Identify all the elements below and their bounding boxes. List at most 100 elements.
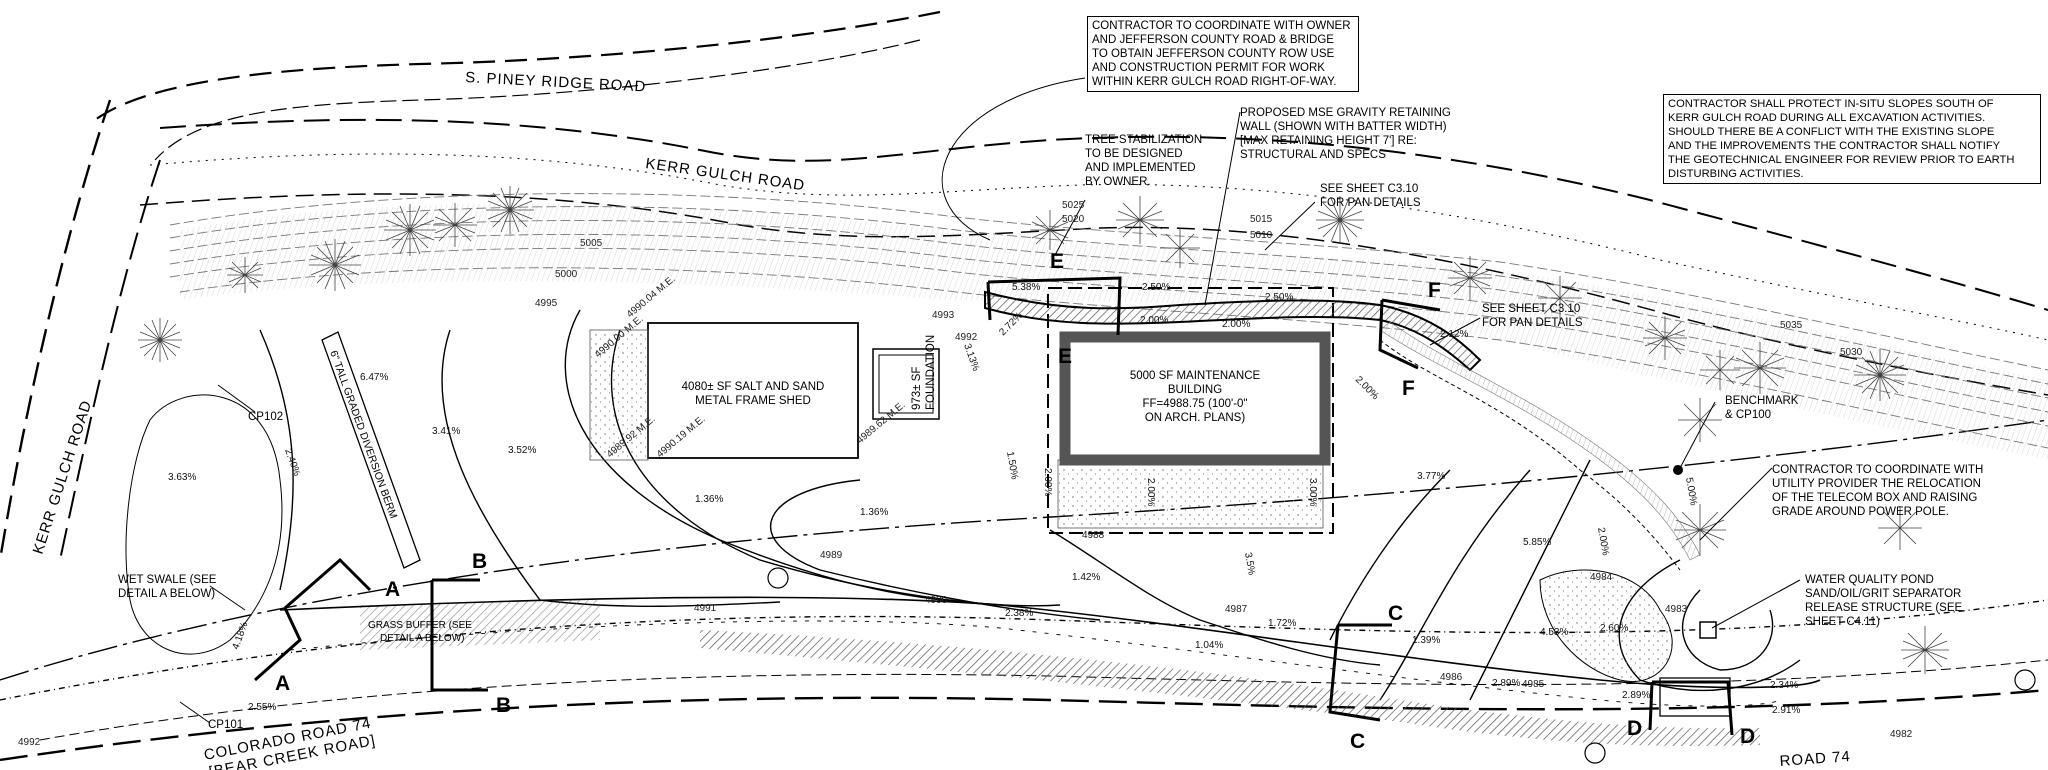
svg-text:3.41%: 3.41% xyxy=(432,426,460,437)
note-contractor-row: CONTRACTOR TO COORDINATE WITH OWNER AND … xyxy=(1087,16,1359,92)
svg-text:GRASS BUFFER (SEE: GRASS BUFFER (SEE xyxy=(368,620,472,631)
maintenance-label-3: FF=4988.75 (100'-0" xyxy=(1142,398,1247,410)
svg-text:B: B xyxy=(472,550,487,573)
svg-text:WALL (SHOWN WITH BATTER WIDTH): WALL (SHOWN WITH BATTER WIDTH) xyxy=(1240,121,1447,133)
foundation-label-2: FOUNDATION xyxy=(925,335,937,410)
svg-text:FOR PAN DETAILS: FOR PAN DETAILS xyxy=(1482,317,1583,329)
svg-text:2.00%: 2.00% xyxy=(1222,319,1250,330)
svg-text:3.77%: 3.77% xyxy=(1417,471,1445,482)
svg-text:E: E xyxy=(1050,250,1064,273)
svg-text:4987: 4987 xyxy=(1225,604,1248,615)
svg-text:D: D xyxy=(1627,717,1642,740)
svg-text:5010: 5010 xyxy=(1250,230,1273,241)
svg-text:1.39%: 1.39% xyxy=(1412,635,1440,646)
road-label-piney: S. PINEY RIDGE ROAD xyxy=(465,69,647,95)
svg-text:3.13%: 3.13% xyxy=(961,342,981,373)
svg-text:2.00%: 2.00% xyxy=(1145,478,1156,506)
contour-4988 xyxy=(1049,529,1381,666)
svg-text:SAND/OIL/GRIT SEPARATOR: SAND/OIL/GRIT SEPARATOR xyxy=(1805,588,1961,600)
contour-4987 xyxy=(1329,469,1451,641)
svg-text:RELEASE STRUCTURE (SEE: RELEASE STRUCTURE (SEE xyxy=(1805,602,1963,614)
diversion-berm xyxy=(321,331,421,569)
svg-text:DETAIL A BELOW): DETAIL A BELOW) xyxy=(380,633,464,644)
outlet-structure xyxy=(1659,677,1731,717)
svg-text:TO BE DESIGNED: TO BE DESIGNED xyxy=(1085,148,1183,160)
building-apron xyxy=(1057,459,1324,529)
svg-text:5015: 5015 xyxy=(1250,214,1273,225)
svg-text:4.53%: 4.53% xyxy=(1540,627,1568,638)
benchmark-label: BENCHMARK & CP100 xyxy=(1725,395,1799,421)
svg-text:3.63%: 3.63% xyxy=(168,472,196,483)
svg-text:4989: 4989 xyxy=(820,550,843,561)
svg-text:SEE SHEET C3.10: SEE SHEET C3.10 xyxy=(1320,183,1418,195)
svg-text:5.85%: 5.85% xyxy=(1523,537,1551,548)
svg-text:A: A xyxy=(275,672,290,695)
svg-text:DETAIL A BELOW): DETAIL A BELOW) xyxy=(118,588,215,600)
piney-ridge-road-edge-n xyxy=(94,10,941,121)
svg-text:F: F xyxy=(1428,279,1441,302)
foundation-outer xyxy=(872,348,940,420)
svg-text:WET SWALE (SEE: WET SWALE (SEE xyxy=(118,574,217,586)
pan-detail-lines xyxy=(1379,339,1681,571)
svg-text:AND IMPLEMENTED: AND IMPLEMENTED xyxy=(1085,162,1196,174)
svg-text:GRADE AROUND POWER POLE.: GRADE AROUND POWER POLE. xyxy=(1772,506,1949,518)
svg-text:2.12%: 2.12% xyxy=(1440,329,1468,340)
curb-line xyxy=(279,596,1821,689)
svg-text:[MAX RETAINING HEIGHT 7'] RE:: [MAX RETAINING HEIGHT 7'] RE: xyxy=(1240,135,1417,147)
svg-text:2.89%: 2.89% xyxy=(1622,690,1650,701)
svg-text:F: F xyxy=(1402,377,1415,400)
svg-text:3.52%: 3.52% xyxy=(508,445,536,456)
channel-hatch xyxy=(700,630,1760,746)
svg-text:2.00%: 2.00% xyxy=(1140,315,1168,326)
svg-text:2.40%: 2.40% xyxy=(282,447,302,478)
svg-text:C: C xyxy=(1350,730,1365,753)
svg-text:A: A xyxy=(385,578,400,601)
svg-text:SHEET C4.11): SHEET C4.11) xyxy=(1805,616,1880,628)
svg-text:1.36%: 1.36% xyxy=(695,494,723,505)
pan-details-label-1: SEE SHEET C3.10 FOR PAN DETAILS xyxy=(1320,183,1421,209)
svg-text:SEE SHEET C3.10: SEE SHEET C3.10 xyxy=(1482,303,1580,315)
grass-buffer-hatch xyxy=(360,600,600,650)
water-quality-pond xyxy=(1539,569,1673,682)
svg-text:BENCHMARK: BENCHMARK xyxy=(1725,395,1799,407)
colorado-74-edge-s xyxy=(0,688,2048,762)
road-label-74-right: ROAD 74 xyxy=(1779,748,1851,770)
foundation-label-1: 973± SF xyxy=(911,367,923,410)
wet-swale-label: WET SWALE (SEE DETAIL A BELOW) xyxy=(118,574,217,600)
swale-outline xyxy=(125,394,283,655)
contour-4986 xyxy=(1379,469,1531,701)
svg-text:FOR PAN DETAILS: FOR PAN DETAILS xyxy=(1320,197,1421,209)
svg-text:5035: 5035 xyxy=(1780,320,1803,331)
svg-text:4993: 4993 xyxy=(932,310,955,321)
sanitary-manhole-1 xyxy=(767,567,789,589)
svg-text:2.34%: 2.34% xyxy=(1770,680,1798,691)
maintenance-label-4: ON ARCH. PLANS) xyxy=(1145,412,1245,424)
piney-ridge-road-edge-s xyxy=(154,39,921,161)
svg-text:OF THE TELECOM BOX AND RAISING: OF THE TELECOM BOX AND RAISING xyxy=(1772,492,1977,504)
svg-text:1.04%: 1.04% xyxy=(1195,640,1223,651)
tree-symbols xyxy=(138,186,1949,674)
svg-text:WATER QUALITY POND: WATER QUALITY POND xyxy=(1805,574,1934,586)
svg-text:& CP100: & CP100 xyxy=(1725,409,1771,421)
section-cuts xyxy=(254,276,1734,736)
svg-text:5000: 5000 xyxy=(555,269,578,280)
grass-buffer-label: GRASS BUFFER (SEE DETAIL A BELOW) xyxy=(368,620,472,644)
svg-text:2.91%: 2.91% xyxy=(1772,705,1800,716)
svg-text:D: D xyxy=(1740,725,1755,748)
svg-text:3.5%: 3.5% xyxy=(1242,552,1257,576)
svg-text:STRUCTURAL AND SPECS: STRUCTURAL AND SPECS xyxy=(1240,149,1386,161)
note-contractor-slopes: CONTRACTOR SHALL PROTECT IN-SITU SLOPES … xyxy=(1663,94,2041,184)
svg-text:2.00%: 2.00% xyxy=(1353,374,1381,402)
svg-text:5020: 5020 xyxy=(1062,214,1085,225)
cp101-label: CP101 xyxy=(208,719,243,731)
svg-text:UTILITY PROVIDER THE RELOCATIO: UTILITY PROVIDER THE RELOCATION xyxy=(1772,478,1981,490)
svg-text:6.47%: 6.47% xyxy=(360,372,388,383)
tree-stab-label: TREE STABILIZATION TO BE DESIGNED AND IM… xyxy=(1085,134,1202,188)
svg-text:2.00%: 2.00% xyxy=(1042,468,1053,496)
svg-text:1.42%: 1.42% xyxy=(1072,572,1100,583)
sanitary-manhole-2 xyxy=(1584,742,1606,764)
foundation-inner xyxy=(878,354,934,414)
pan-details-label-2: SEE SHEET C3.10 FOR PAN DETAILS xyxy=(1482,303,1583,329)
sanitary-manhole-3 xyxy=(2014,669,2036,691)
